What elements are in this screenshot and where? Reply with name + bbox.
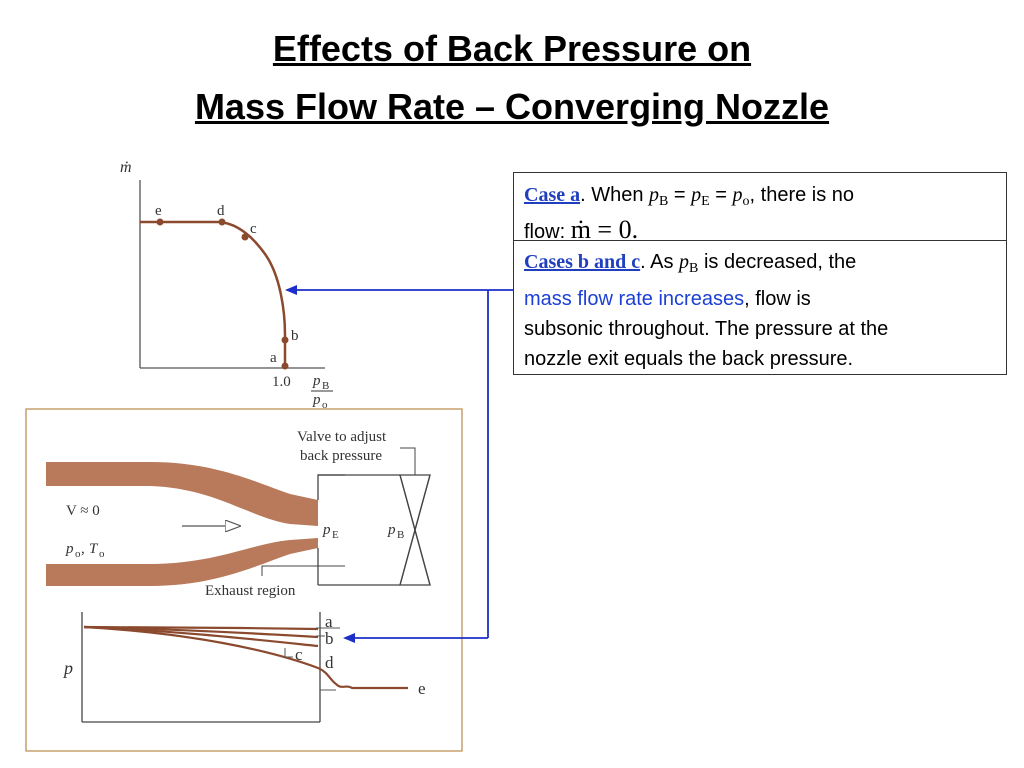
inlet-velocity: V ≈ 0	[66, 503, 100, 519]
pressure-axis-label: p	[62, 658, 73, 678]
mdot-axis-label: ṁ	[120, 159, 132, 176]
case-bc-box: Cases b and c. As pB is decreased, the m…	[513, 240, 1007, 375]
pressure-curve-d-e	[83, 625, 408, 690]
case-a-pE-subscript: E	[701, 194, 710, 209]
point-d	[218, 218, 226, 226]
case-a-box: Case a. When pB = pE = po, there is no f…	[513, 172, 1007, 244]
nozzle-lower-wall	[46, 538, 318, 586]
case-a-text: . When	[580, 184, 650, 206]
case-bc-pB-symbol: p	[679, 251, 690, 273]
pE-label: p	[322, 522, 331, 538]
curve-label-b: b	[325, 629, 334, 648]
pB-label-sub: B	[397, 529, 404, 541]
valve-label-2: back pressure	[300, 448, 382, 464]
case-a-equals-2: =	[709, 184, 733, 206]
case-a-po-symbol: p	[732, 184, 743, 206]
label-b: b	[291, 328, 299, 344]
point-e	[156, 218, 164, 226]
point-c	[241, 233, 249, 241]
inlet-po: p	[65, 541, 74, 557]
curve-label-a: a	[325, 612, 333, 631]
case-a-label: Case a	[524, 184, 581, 206]
case-a-equals-1: =	[668, 184, 692, 206]
curve-label-d: d	[325, 653, 334, 672]
case-bc-text-2: , flow is	[744, 288, 811, 310]
case-a-pE-symbol: p	[691, 184, 702, 206]
exhaust-region-label: Exhaust region	[205, 583, 296, 599]
mass-flow-curve	[140, 220, 287, 368]
label-a: a	[270, 350, 277, 366]
valve-label-1: Valve to adjust	[297, 429, 387, 445]
case-bc-pB-subscript: B	[689, 261, 699, 276]
pressure-plot: p a b c d e	[62, 612, 426, 723]
x-tick-1: 1.0	[272, 374, 291, 390]
curve-label-c: c	[295, 645, 303, 664]
point-a	[281, 362, 289, 370]
title-line-1: Effects of Back Pressure on	[272, 28, 752, 69]
x-label-num-sub: B	[322, 380, 329, 392]
case-bc-text: . As	[640, 251, 680, 273]
point-b	[281, 336, 289, 344]
x-label-num: p	[312, 373, 321, 389]
inlet-To: T	[89, 541, 99, 557]
inlet-separator: ,	[81, 541, 85, 557]
label-c: c	[250, 221, 257, 237]
pE-label-sub: E	[332, 529, 339, 541]
mdot-equation: ṁ = 0.	[570, 215, 639, 244]
nozzle-diagram: Valve to adjust back pressure V ≈ 0 p o …	[46, 429, 431, 599]
nozzle-upper-wall	[46, 462, 318, 526]
case-a-pB-symbol: p	[649, 184, 660, 206]
x-label-den-sub: o	[322, 399, 328, 411]
x-label-den: p	[312, 392, 321, 408]
curve-label-e: e	[418, 679, 426, 698]
case-bc-line-3: subsonic throughout. The pressure at the	[524, 318, 889, 340]
case-bc-label: Cases b and c	[524, 251, 641, 273]
label-e: e	[155, 203, 162, 219]
case-a-tail: , there is no	[749, 184, 855, 206]
case-a-pB-subscript: B	[659, 194, 669, 209]
connector-arrows	[285, 285, 513, 643]
label-d: d	[217, 203, 225, 219]
pB-label: p	[387, 522, 396, 538]
case-a-po-subscript: o	[742, 194, 750, 209]
mass-flow-plot: ṁ e d c b a 1.0 p B p o	[120, 159, 333, 411]
case-bc-line-4: nozzle exit equals the back pressure.	[524, 348, 854, 370]
inlet-po-sub: o	[75, 548, 81, 560]
mass-flow-highlight: mass flow rate increases	[524, 288, 745, 310]
case-bc-text-1: is decreased, the	[698, 251, 857, 273]
nozzle-figure-frame	[25, 408, 463, 752]
title-line-2: Mass Flow Rate – Converging Nozzle	[194, 86, 830, 127]
inlet-To-sub: o	[99, 548, 105, 560]
case-a-flow-label: flow:	[524, 221, 571, 243]
